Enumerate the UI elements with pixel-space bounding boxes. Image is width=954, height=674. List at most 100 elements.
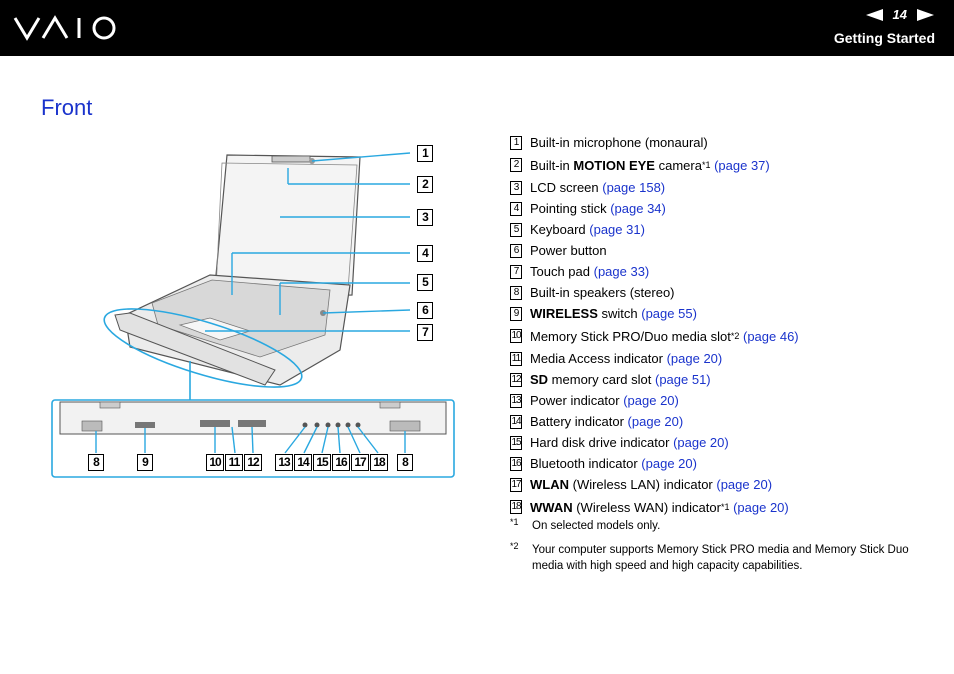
item-number-box: 4 xyxy=(510,201,522,216)
callout-4: 4 xyxy=(417,245,433,262)
item-number-box: 3 xyxy=(510,180,522,195)
item-text: Hard disk drive indicator xyxy=(530,435,674,450)
item-text: Built-in xyxy=(530,157,574,173)
page-reference-link[interactable]: (page 46) xyxy=(742,328,799,344)
page-reference-link[interactable]: (page 37) xyxy=(714,157,770,173)
item-text: Pointing stick xyxy=(530,201,611,216)
item-number-box: 9 xyxy=(510,306,522,321)
item-text: Battery indicator xyxy=(530,414,628,429)
item-number-box: 2 xyxy=(510,158,522,172)
component-item: 6 Power button xyxy=(510,240,799,261)
item-text: Built-in microphone (monaural) xyxy=(530,135,708,150)
callout-7: 7 xyxy=(417,324,433,341)
callout-14: 14 xyxy=(294,454,312,471)
item-number-box: 13 xyxy=(510,393,522,408)
page-reference-link[interactable]: (page 20) xyxy=(627,414,684,429)
component-item: 8 Built-in speakers (stereo) xyxy=(510,282,799,303)
callout-18: 18 xyxy=(370,454,388,471)
callout-8-right: 8 xyxy=(397,454,413,471)
page-reference-link[interactable]: (page 34) xyxy=(610,201,666,216)
component-item: 9 WIRELESS switch (page 55) xyxy=(510,303,799,324)
item-number-box: 5 xyxy=(510,222,522,237)
item-text: LCD screen xyxy=(530,180,603,195)
section-title: Getting Started xyxy=(833,30,935,46)
component-item: 16 Bluetooth indicator (page 20) xyxy=(510,453,799,474)
item-number-box: 8 xyxy=(510,285,522,300)
component-item: 1 Built-in microphone (monaural) xyxy=(510,132,799,153)
next-page-arrow-icon[interactable] xyxy=(917,8,934,21)
page-reference-link[interactable]: (page 20) xyxy=(733,499,789,515)
item-text: Memory Stick PRO/Duo media slot xyxy=(530,328,731,344)
page-reference-link[interactable]: (page 33) xyxy=(593,264,650,279)
item-text: switch xyxy=(597,306,642,321)
page-reference-link[interactable]: (page 20) xyxy=(673,435,729,450)
page-reference-link[interactable]: (page 20) xyxy=(623,393,679,408)
item-text: memory card slot xyxy=(548,372,655,387)
laptop-illustration xyxy=(51,152,455,478)
footnote: *1 On selected models only. xyxy=(510,517,920,534)
callout-15: 15 xyxy=(313,454,331,471)
previous-page-arrow-icon[interactable] xyxy=(865,8,883,21)
callout-10: 10 xyxy=(206,454,224,471)
item-text: Power indicator xyxy=(530,393,624,408)
component-item: 15 Hard disk drive indicator (page 20) xyxy=(510,432,799,453)
footnote-text: On selected models only. xyxy=(532,520,661,532)
page-reference-link[interactable]: (page 51) xyxy=(654,372,711,387)
item-number-box: 7 xyxy=(510,264,522,279)
page-header: 14 Getting Started xyxy=(0,0,954,56)
callout-16: 16 xyxy=(332,454,350,471)
item-number-box: 10 xyxy=(510,329,522,343)
callout-2: 2 xyxy=(417,176,433,193)
item-number-box: 12 xyxy=(510,372,522,387)
item-text: camera xyxy=(654,157,702,173)
callout-5: 5 xyxy=(417,274,433,291)
callout-3: 3 xyxy=(417,209,433,226)
item-text: WIRELESS xyxy=(530,306,598,321)
page-reference-link[interactable]: (page 55) xyxy=(641,306,697,321)
component-item: 13 Power indicator (page 20) xyxy=(510,390,799,411)
component-item: 12 SD memory card slot (page 51) xyxy=(510,369,799,390)
page-title: Front xyxy=(41,95,93,120)
item-text: Built-in speakers (stereo) xyxy=(530,285,675,300)
item-text: (Wireless LAN) indicator xyxy=(569,477,717,492)
item-text: MOTION EYE xyxy=(573,157,655,173)
page-reference-link[interactable]: (page 20) xyxy=(641,456,697,471)
page-navigation: 14 xyxy=(865,7,934,22)
callout-12: 12 xyxy=(244,454,262,471)
page-reference-link[interactable]: (page 20) xyxy=(666,351,723,366)
item-text: Bluetooth indicator xyxy=(530,456,642,471)
page-reference-link[interactable]: (page 158) xyxy=(602,180,666,195)
laptop-diagram: 1 2 3 4 5 6 7 8 9 10 11 12 13 14 15 16 1… xyxy=(40,135,470,485)
item-text: (Wireless WAN) indicator xyxy=(572,499,721,515)
item-number-box: 16 xyxy=(510,456,522,471)
item-text: WLAN xyxy=(530,477,569,492)
page-reference-link[interactable]: (page 31) xyxy=(589,222,645,237)
callout-11: 11 xyxy=(225,454,243,471)
item-number-box: 17 xyxy=(510,477,522,492)
item-text: Power button xyxy=(530,243,607,258)
callout-8-left: 8 xyxy=(88,454,104,471)
item-number-box: 11 xyxy=(510,351,522,366)
footnote-text: Your computer supports Memory Stick PRO … xyxy=(532,544,909,572)
item-number-box: 6 xyxy=(510,243,522,258)
page-reference-link[interactable]: (page 20) xyxy=(716,477,773,492)
footnote-mark: *1 xyxy=(510,517,519,527)
item-text: SD xyxy=(530,372,549,387)
callout-17: 17 xyxy=(351,454,369,471)
item-text: WWAN xyxy=(530,499,573,515)
item-number-box: 15 xyxy=(510,435,522,450)
callout-1: 1 xyxy=(417,145,433,162)
vaio-logo xyxy=(13,15,116,41)
callout-13: 13 xyxy=(275,454,293,471)
item-number-box: 1 xyxy=(510,135,522,150)
callout-9: 9 xyxy=(137,454,153,471)
